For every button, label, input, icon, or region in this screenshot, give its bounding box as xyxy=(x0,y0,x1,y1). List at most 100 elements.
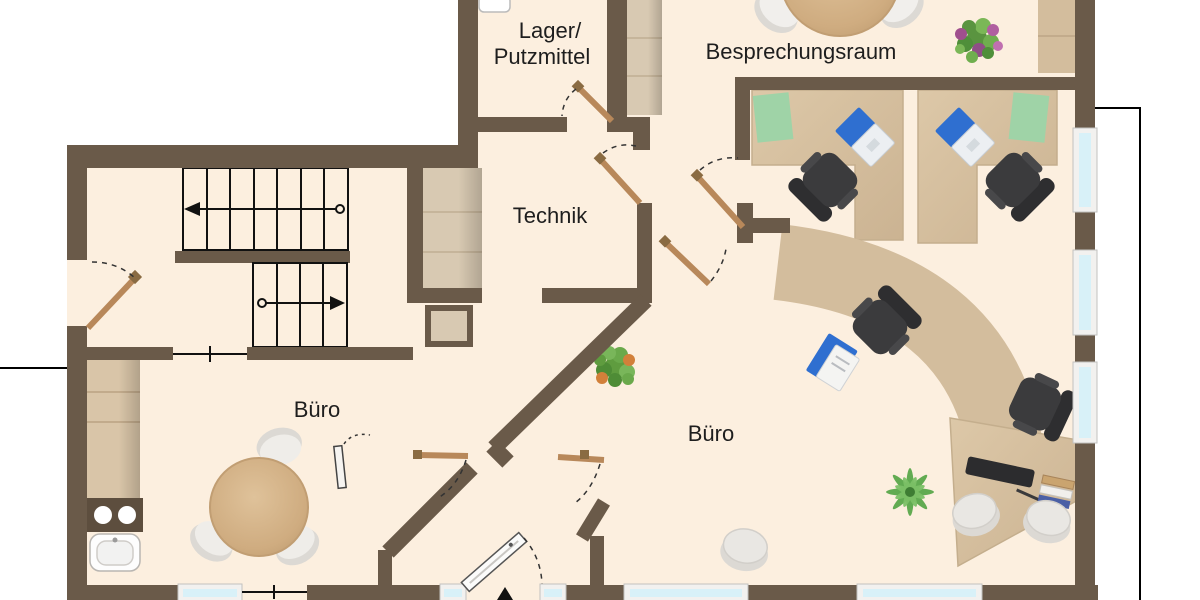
wall xyxy=(378,550,392,588)
door-interior-glass xyxy=(333,433,371,490)
wall xyxy=(67,585,178,600)
door-swing-arc xyxy=(710,248,727,282)
door-leaf xyxy=(575,84,615,124)
room-label-lager-line2: Putzmittel xyxy=(494,44,591,69)
wall xyxy=(637,203,652,303)
wall xyxy=(458,117,567,132)
duct-box xyxy=(425,305,473,347)
door-entrance-left xyxy=(85,261,143,331)
window xyxy=(177,583,243,600)
wall xyxy=(247,347,413,360)
visitor-chair xyxy=(720,528,768,572)
curved-desk xyxy=(773,224,1043,453)
wall xyxy=(458,0,478,168)
staircase xyxy=(175,167,350,348)
wall xyxy=(737,203,753,243)
stair-landing-wall xyxy=(175,251,350,263)
opening-symbols xyxy=(173,346,307,599)
desk-papers xyxy=(806,333,860,392)
laptop xyxy=(835,107,895,167)
lager-sink xyxy=(478,0,511,13)
door-swing-arc xyxy=(91,261,137,280)
wall xyxy=(67,145,87,260)
meeting-room-furniture xyxy=(754,0,1003,63)
kitchen-sink xyxy=(89,533,141,572)
door-swing-arc xyxy=(343,433,371,445)
wall-diagonal xyxy=(488,294,652,454)
wall xyxy=(87,347,173,360)
wall xyxy=(415,288,482,303)
conference-table xyxy=(783,0,897,37)
office-chair xyxy=(1008,373,1077,442)
wall xyxy=(1075,0,1095,128)
window xyxy=(539,583,567,600)
flower-plant xyxy=(955,18,1003,63)
door-main-entrance xyxy=(460,531,543,593)
door-vestibule-west xyxy=(413,450,469,499)
walls xyxy=(67,0,1098,600)
terrace-outline xyxy=(1095,107,1141,600)
room-label-buero-right: Büro xyxy=(688,421,734,446)
palm-plant xyxy=(886,468,934,516)
wall xyxy=(735,77,1095,90)
chair-mat xyxy=(1008,92,1050,143)
shaft-by-lager xyxy=(627,0,662,115)
curved-desk-area xyxy=(720,224,1079,572)
door-swing-arc xyxy=(437,459,467,499)
conference-chair xyxy=(878,0,924,28)
office-chair xyxy=(788,151,859,222)
room-label-lager-line1: Lager/ xyxy=(519,18,582,43)
door-swing-arc xyxy=(523,537,543,585)
wall xyxy=(566,585,624,600)
wall xyxy=(407,168,423,303)
wall-diagonal xyxy=(382,462,478,558)
room-label-buero-left: Büro xyxy=(294,397,340,422)
interior-plant xyxy=(594,346,635,387)
window xyxy=(856,583,983,600)
visitor-chair xyxy=(952,492,1000,537)
chair-mat xyxy=(752,92,794,143)
wall xyxy=(633,117,650,150)
exterior-lines xyxy=(0,107,1141,600)
door-leaf xyxy=(417,452,469,459)
door-swing-arc xyxy=(561,88,577,117)
wall xyxy=(735,77,750,160)
door-leaf xyxy=(333,444,347,490)
wall xyxy=(982,585,1098,600)
sideboard xyxy=(1038,0,1075,73)
wall-diagonal xyxy=(576,498,610,542)
wall xyxy=(67,145,478,168)
door-swing-arc xyxy=(574,463,601,504)
wall xyxy=(1075,335,1095,362)
kitchen-cooktop xyxy=(85,498,143,532)
wall xyxy=(542,288,637,303)
wall xyxy=(748,585,857,600)
wall xyxy=(1075,443,1095,600)
dining-chair xyxy=(256,427,302,466)
laptop xyxy=(935,107,995,167)
wall xyxy=(590,536,604,588)
window xyxy=(623,583,749,600)
office-chair xyxy=(984,151,1055,222)
wall xyxy=(67,326,87,588)
visitor-chair xyxy=(1023,499,1071,544)
wall xyxy=(307,585,440,600)
wall-diagonal xyxy=(486,440,514,468)
door-leaf xyxy=(662,239,712,287)
door-swing-arc xyxy=(699,157,739,171)
door-swing-arc xyxy=(602,144,637,154)
window xyxy=(1072,249,1098,336)
dining-table xyxy=(209,457,309,557)
room-label-besprechungsraum: Besprechungsraum xyxy=(706,39,897,64)
door-vestibule-east xyxy=(557,450,605,504)
window xyxy=(1072,127,1098,213)
tiled-shafts xyxy=(423,0,1075,290)
kitchen xyxy=(85,360,143,572)
door-leaf xyxy=(85,274,139,331)
door-leaf xyxy=(694,173,746,230)
window xyxy=(1072,361,1098,444)
window xyxy=(439,583,467,600)
stair-arrow-right-icon xyxy=(257,296,345,310)
kitchen-counter xyxy=(87,360,140,498)
